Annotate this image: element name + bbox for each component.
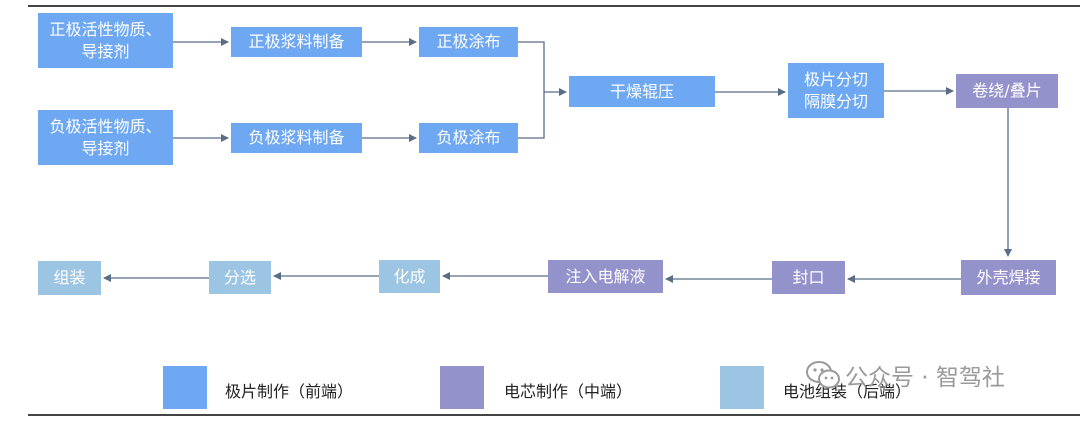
node-winding-label: 卷绕/叠片: [972, 81, 1042, 100]
node-sorting: 分选: [209, 261, 271, 294]
node-electrolyte-injection-label: 注入电解液: [565, 266, 646, 286]
node-negative-coating: 负极涂布: [419, 123, 518, 153]
node-positive-material-label: 正极活性物质、 导接剂: [49, 19, 162, 61]
node-formation: 化成: [379, 260, 440, 293]
node-winding: 卷绕/叠片: [956, 74, 1058, 108]
node-shell-welding: 外壳焊接: [961, 260, 1056, 295]
node-cutting-label: 极片分切 隔膜分切: [803, 69, 868, 111]
node-positive-slurry: 正极浆料制备: [231, 27, 362, 57]
node-positive-coating-label: 正极涂布: [436, 32, 501, 51]
legend-swatch-back: [720, 366, 764, 409]
arrow-neg-coating-merge: [518, 92, 545, 139]
watermark: 公众号 · 智驾社: [805, 358, 1005, 392]
node-cutting: 极片分切 隔膜分切: [788, 63, 884, 118]
node-negative-material: 负极活性物质、 导接剂: [38, 110, 173, 165]
node-sorting-label: 分选: [223, 267, 256, 287]
node-electrolyte-injection: 注入电解液: [548, 260, 663, 293]
node-dry-rolling-label: 干燥辊压: [609, 81, 674, 101]
watermark-text: 公众号 · 智驾社: [845, 365, 1005, 391]
node-assembly: 组装: [38, 261, 101, 295]
legend-swatch-middle: [440, 366, 484, 409]
node-negative-slurry: 负极浆料制备: [231, 123, 362, 153]
node-positive-coating: 正极涂布: [419, 27, 518, 57]
top-rule: [28, 5, 1080, 7]
node-negative-coating-label: 负极涂布: [436, 128, 501, 147]
node-formation-label: 化成: [393, 266, 426, 286]
wechat-icon: [806, 361, 840, 389]
legend-label-back: 电池组装（后端）: [783, 382, 912, 401]
node-positive-material: 正极活性物质、 导接剂: [38, 13, 173, 68]
legend-swatch-front: [163, 366, 207, 409]
node-positive-slurry-label: 正极浆料制备: [248, 32, 345, 51]
legend-label-front: 极片制作（前端）: [225, 382, 354, 401]
node-dry-rolling: 干燥辊压: [569, 76, 715, 107]
arrow-pos-coating-merge: [518, 41, 545, 92]
node-sealing-label: 封口: [792, 267, 825, 287]
bottom-rule: [28, 414, 1080, 416]
node-negative-material-label: 负极活性物质、 导接剂: [49, 116, 162, 158]
node-shell-welding-label: 外壳焊接: [976, 267, 1041, 287]
node-assembly-label: 组装: [53, 268, 86, 287]
node-sealing: 封口: [772, 261, 845, 294]
node-negative-slurry-label: 负极浆料制备: [248, 128, 345, 147]
legend-label-middle: 电芯制作（中端）: [504, 382, 633, 401]
